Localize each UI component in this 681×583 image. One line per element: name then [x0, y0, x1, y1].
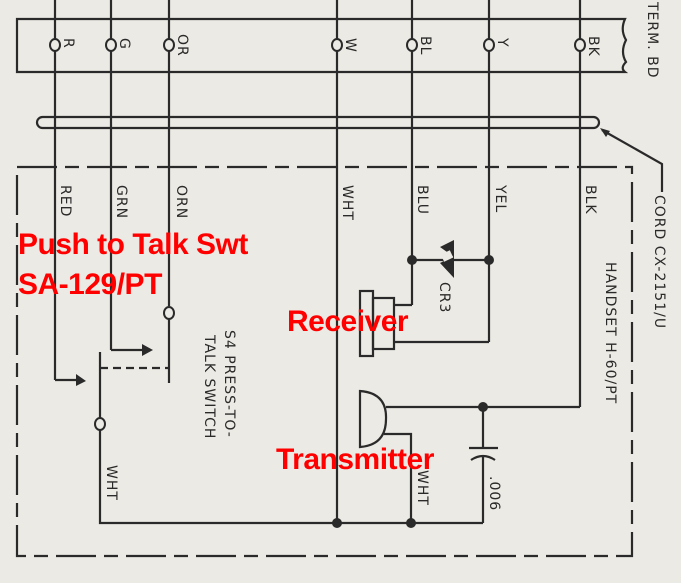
terminal-label-r: R: [60, 38, 76, 49]
press-to-talk-switch: S4 PRESS-TO- TALK SWITCH: [55, 306, 237, 439]
annotation-ptt-model: SA-129/PT: [18, 268, 162, 301]
wire-label-yel: YEL: [492, 184, 508, 213]
terminal-board: [15, 17, 629, 74]
cord: CORD CX-2151/U: [35, 115, 667, 329]
diode-label: CR3: [436, 282, 452, 313]
terminal-label-bl: BL: [417, 36, 433, 55]
term-bd-label: TERM. BD: [644, 1, 660, 79]
handset-boundary: HANDSET H-60/PT: [15, 165, 634, 558]
terminal-label-w: W: [342, 38, 358, 53]
switch-label-line1: S4 PRESS-TO-: [221, 330, 237, 438]
common-wire: WHT: [98, 352, 483, 528]
terminal-labels: R G OR W BL Y BK TERM. BD: [60, 1, 660, 79]
terminal-label-y: Y: [494, 37, 510, 48]
wire-labels: RED GRN ORN WHT BLU YEL BLK: [57, 184, 598, 221]
annotation-transmitter: Transmitter: [276, 443, 435, 476]
capacitor-label: .006: [486, 476, 502, 511]
annotation-receiver: Receiver: [287, 305, 409, 338]
wire-label-grn: GRN: [113, 185, 129, 219]
receiver-symbol: [358, 289, 489, 358]
wire-label-orn: ORN: [173, 185, 189, 219]
cord-label: CORD CX-2151/U: [651, 195, 667, 329]
terminal-label-g: G: [116, 38, 132, 50]
terminal-label-bk: BK: [585, 36, 601, 57]
wire-label-wht: WHT: [339, 185, 355, 221]
annotations: Push to Talk Swt SA-129/PT Receiver Tran…: [18, 228, 435, 476]
switch-label-line2: TALK SWITCH: [201, 334, 217, 439]
handset-label: HANDSET H-60/PT: [602, 262, 618, 404]
terminal-label-or: OR: [174, 34, 190, 57]
wire-label-red: RED: [57, 185, 73, 217]
annotation-ptt-title: Push to Talk Swt: [18, 228, 248, 261]
capacitor: .006: [469, 407, 502, 523]
wire-label-blk: BLK: [582, 185, 598, 215]
transmitter-wire-label: WHT: [414, 470, 430, 506]
diode-cr3: CR3: [407, 240, 494, 313]
wire-label-blu: BLU: [414, 185, 430, 215]
switch-wire-label: WHT: [103, 465, 119, 501]
terminals: [49, 38, 586, 52]
